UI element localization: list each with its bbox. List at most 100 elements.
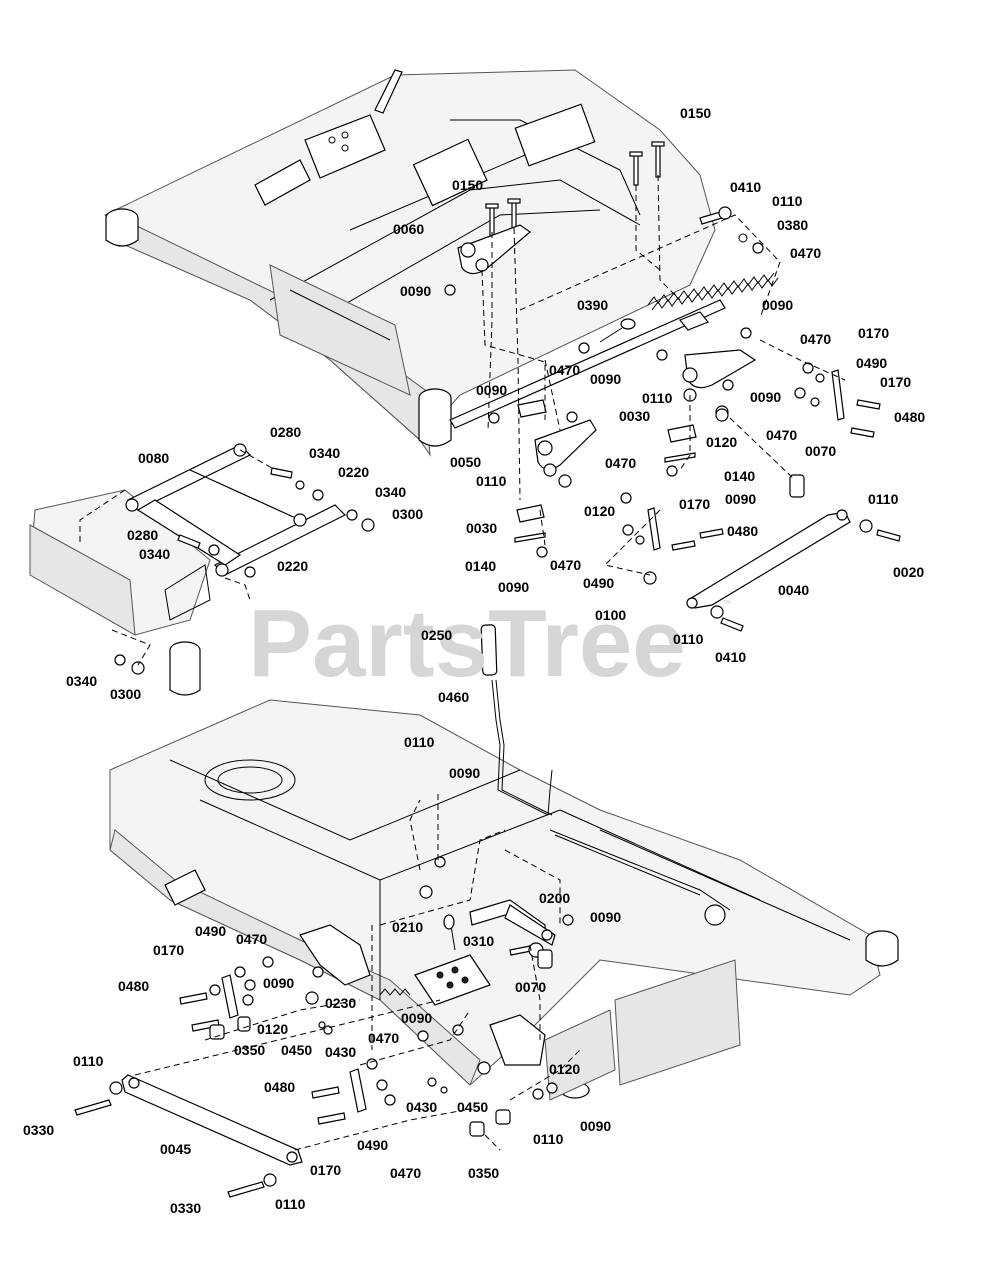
upper-frame-assembly <box>104 69 716 457</box>
callout-0460: 0460 <box>438 689 469 705</box>
callout-0250: 0250 <box>421 627 452 643</box>
lower-frame-assembly <box>109 699 899 1101</box>
callout-0450: 0450 <box>457 1099 488 1115</box>
upper-linkage-parts <box>444 141 901 632</box>
callout-0220: 0220 <box>338 464 369 480</box>
callout-0470: 0470 <box>390 1165 421 1181</box>
callout-0470: 0470 <box>605 455 636 471</box>
callout-0070: 0070 <box>805 443 836 459</box>
callout-0090: 0090 <box>476 382 507 398</box>
callout-0090: 0090 <box>725 491 756 507</box>
left-bracket-assembly <box>29 443 375 696</box>
callout-0080: 0080 <box>138 450 169 466</box>
callout-0110: 0110 <box>275 1196 306 1212</box>
callout-0480: 0480 <box>894 409 925 425</box>
callout-0410: 0410 <box>715 649 746 665</box>
callout-0470: 0470 <box>800 331 831 347</box>
callout-0050: 0050 <box>450 454 481 470</box>
callout-0470: 0470 <box>368 1030 399 1046</box>
callout-0470: 0470 <box>550 557 581 573</box>
callout-0040: 0040 <box>778 582 809 598</box>
callout-0340: 0340 <box>375 484 406 500</box>
callout-0090: 0090 <box>762 297 793 313</box>
callout-0340: 0340 <box>309 445 340 461</box>
callout-labels: 0150 0150 0410 0110 0380 0470 0060 0090 … <box>23 105 925 1216</box>
callout-0330: 0330 <box>23 1122 54 1138</box>
callout-0390: 0390 <box>577 297 608 313</box>
callout-0110: 0110 <box>533 1131 564 1147</box>
callout-0340: 0340 <box>139 546 170 562</box>
callout-0090: 0090 <box>590 371 621 387</box>
callout-0430: 0430 <box>325 1044 356 1060</box>
callout-0470: 0470 <box>790 245 821 261</box>
callout-0090: 0090 <box>263 975 294 991</box>
callout-0380: 0380 <box>777 217 808 233</box>
callout-0490: 0490 <box>195 923 226 939</box>
callout-0120: 0120 <box>584 503 615 519</box>
callout-0120: 0120 <box>549 1061 580 1077</box>
callout-0110: 0110 <box>673 631 704 647</box>
callout-0220: 0220 <box>277 558 308 574</box>
callout-0280: 0280 <box>270 424 301 440</box>
callout-0490: 0490 <box>856 355 887 371</box>
callout-0070: 0070 <box>515 979 546 995</box>
callout-0230: 0230 <box>325 995 356 1011</box>
callout-0280: 0280 <box>127 527 158 543</box>
assembly-guide-lines <box>79 174 846 1151</box>
callout-0170: 0170 <box>153 942 184 958</box>
callout-0140: 0140 <box>465 558 496 574</box>
callout-0090: 0090 <box>750 389 781 405</box>
callout-0090: 0090 <box>498 579 529 595</box>
callout-0110: 0110 <box>404 734 435 750</box>
callout-0110: 0110 <box>772 193 803 209</box>
callout-0340: 0340 <box>66 673 97 689</box>
callout-0310: 0310 <box>463 933 494 949</box>
callout-0110: 0110 <box>642 390 673 406</box>
callout-0480: 0480 <box>727 523 758 539</box>
callout-0300: 0300 <box>392 506 423 522</box>
callout-0100: 0100 <box>595 607 626 623</box>
callout-0090: 0090 <box>580 1118 611 1134</box>
callout-0450: 0450 <box>281 1042 312 1058</box>
callout-0150: 0150 <box>452 177 483 193</box>
callout-0210: 0210 <box>392 919 423 935</box>
lower-linkage-parts <box>74 624 574 1198</box>
callout-0090: 0090 <box>449 765 480 781</box>
callout-0110: 0110 <box>73 1053 104 1069</box>
callout-0090: 0090 <box>590 909 621 925</box>
callout-0120: 0120 <box>706 434 737 450</box>
callout-0330: 0330 <box>170 1200 201 1216</box>
callout-0470: 0470 <box>766 427 797 443</box>
callout-0090: 0090 <box>401 1010 432 1026</box>
callout-0200: 0200 <box>539 890 570 906</box>
callout-0480: 0480 <box>118 978 149 994</box>
callout-0030: 0030 <box>466 520 497 536</box>
callout-0090: 0090 <box>400 283 431 299</box>
callout-0430: 0430 <box>406 1099 437 1115</box>
callout-0170: 0170 <box>679 496 710 512</box>
callout-0020: 0020 <box>893 564 924 580</box>
callout-0170: 0170 <box>310 1162 341 1178</box>
callout-0110: 0110 <box>868 491 899 507</box>
callout-0045: 0045 <box>160 1141 191 1157</box>
callout-0470: 0470 <box>549 362 580 378</box>
callout-0410: 0410 <box>730 179 761 195</box>
callout-0470: 0470 <box>236 931 267 947</box>
callout-0110: 0110 <box>476 473 507 489</box>
callout-0170: 0170 <box>880 374 911 390</box>
watermark: PartsTree ™ <box>248 590 731 697</box>
callout-0490: 0490 <box>583 575 614 591</box>
callout-0490: 0490 <box>357 1137 388 1153</box>
callout-0350: 0350 <box>468 1165 499 1181</box>
callout-0030: 0030 <box>619 408 650 424</box>
callout-0480: 0480 <box>264 1079 295 1095</box>
callout-0140: 0140 <box>724 468 755 484</box>
callout-0170: 0170 <box>858 325 889 341</box>
watermark-text: PartsTree <box>248 590 686 697</box>
callout-0060: 0060 <box>393 221 424 237</box>
callout-0350: 0350 <box>234 1042 265 1058</box>
callout-0120: 0120 <box>257 1021 288 1037</box>
watermark-trademark: ™ <box>722 598 731 608</box>
callout-0150: 0150 <box>680 105 711 121</box>
